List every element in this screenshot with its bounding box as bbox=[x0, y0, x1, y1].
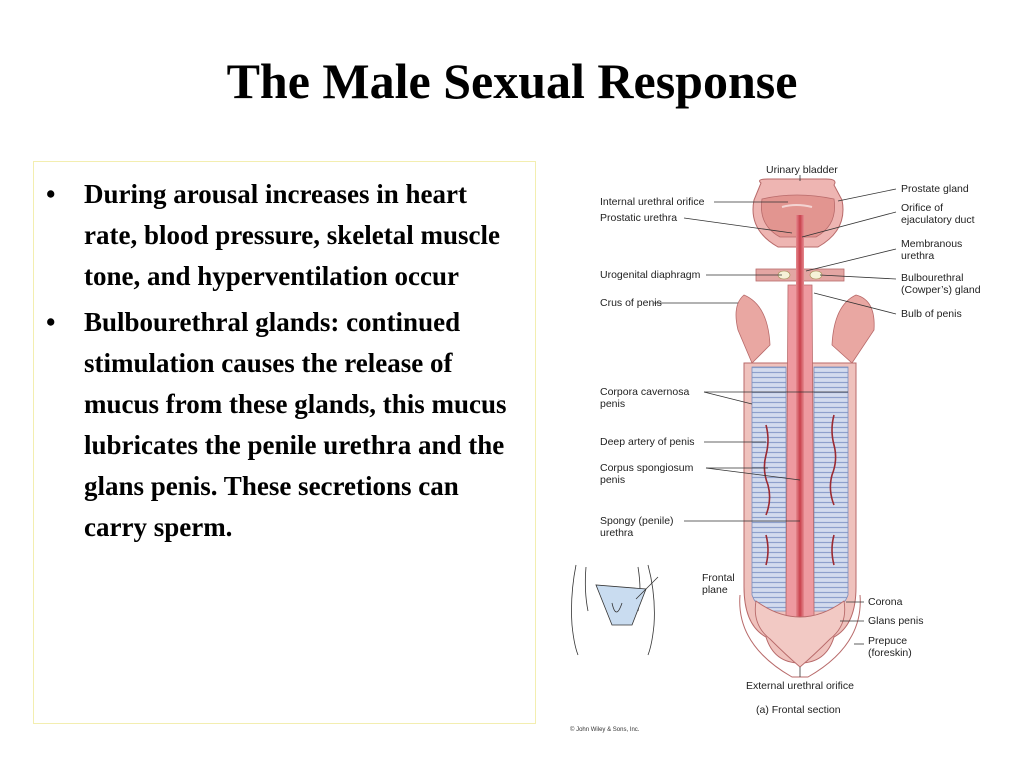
label-membranous-urethra-line2: urethra bbox=[901, 250, 934, 262]
diagram-caption: (a) Frontal section bbox=[756, 704, 841, 716]
label-internal-urethral-orifice: Internal urethral orifice bbox=[600, 196, 705, 208]
label-frontal-plane: Frontal bbox=[702, 572, 735, 584]
label-prostate-gland: Prostate gland bbox=[901, 183, 969, 195]
label-frontal-plane-line2: plane bbox=[702, 584, 728, 596]
crus-shapes bbox=[735, 294, 875, 364]
bladder-shape bbox=[752, 178, 844, 248]
label-corpus-spongiosum-line2: penis bbox=[600, 474, 625, 486]
label-urinary-bladder: Urinary bladder bbox=[766, 164, 838, 176]
anatomy-diagram: Internal urethral orifice Prostatic uret… bbox=[556, 155, 1016, 740]
label-glans-penis: Glans penis bbox=[868, 615, 923, 627]
bullet-marker: • bbox=[46, 179, 56, 209]
label-prostatic-urethra: Prostatic urethra bbox=[600, 212, 677, 224]
bullet-text-arousal: During arousal increases in heart rate, … bbox=[84, 179, 500, 291]
label-orifice-ejaculatory-duct: Orifice of bbox=[901, 202, 943, 214]
label-membranous-urethra: Membranous bbox=[901, 238, 962, 250]
label-spongy-urethra: Spongy (penile) bbox=[600, 515, 674, 527]
label-spongy-urethra-line2: urethra bbox=[600, 527, 633, 539]
bullet-list: • During arousal increases in heart rate… bbox=[34, 162, 535, 548]
label-prepuce-line2: (foreskin) bbox=[868, 647, 912, 659]
label-corona: Corona bbox=[868, 596, 903, 608]
slide-title: The Male Sexual Response bbox=[226, 53, 798, 109]
label-prepuce: Prepuce bbox=[868, 635, 907, 647]
label-bulbourethral-gland-line2: (Cowper’s) gland bbox=[901, 284, 981, 296]
bullet-text-box: • During arousal increases in heart rate… bbox=[33, 161, 536, 724]
left-leader-lines bbox=[635, 201, 848, 600]
label-corpora-cavernosa: Corpora cavernosa bbox=[600, 386, 689, 398]
bullet-item: • During arousal increases in heart rate… bbox=[44, 174, 515, 297]
label-corpora-cavernosa-line2: penis bbox=[600, 398, 625, 410]
frontal-plane-inset bbox=[571, 564, 655, 656]
label-deep-artery: Deep artery of penis bbox=[600, 436, 695, 448]
bullet-marker: • bbox=[46, 307, 56, 337]
label-crus-of-penis: Crus of penis bbox=[600, 297, 662, 309]
left-labels: Internal urethral orifice Prostatic uret… bbox=[600, 196, 735, 596]
right-leader-lines bbox=[799, 175, 897, 677]
label-external-urethral-orifice: External urethral orifice bbox=[746, 680, 854, 692]
label-bulbourethral-gland: Bulbourethral bbox=[901, 272, 963, 284]
penile-shaft-shape bbox=[739, 215, 861, 678]
label-bulb-of-penis: Bulb of penis bbox=[901, 308, 962, 320]
bullet-item: • Bulbourethral glands: continued stimul… bbox=[44, 302, 515, 548]
label-orifice-ejaculatory-duct-line2: ejaculatory duct bbox=[901, 214, 975, 226]
bullet-text-bulbourethral: Bulbourethral glands: continued stimulat… bbox=[84, 307, 507, 542]
copyright-notice: © John Wiley & Sons, Inc. bbox=[570, 726, 640, 733]
penis-frontal-section-illustration: Internal urethral orifice Prostatic uret… bbox=[570, 164, 981, 733]
right-labels: Urinary bladder Prostate gland Orifice o… bbox=[746, 164, 981, 692]
label-urogenital-diaphragm: Urogenital diaphragm bbox=[600, 269, 701, 281]
label-corpus-spongiosum: Corpus spongiosum bbox=[600, 462, 694, 474]
